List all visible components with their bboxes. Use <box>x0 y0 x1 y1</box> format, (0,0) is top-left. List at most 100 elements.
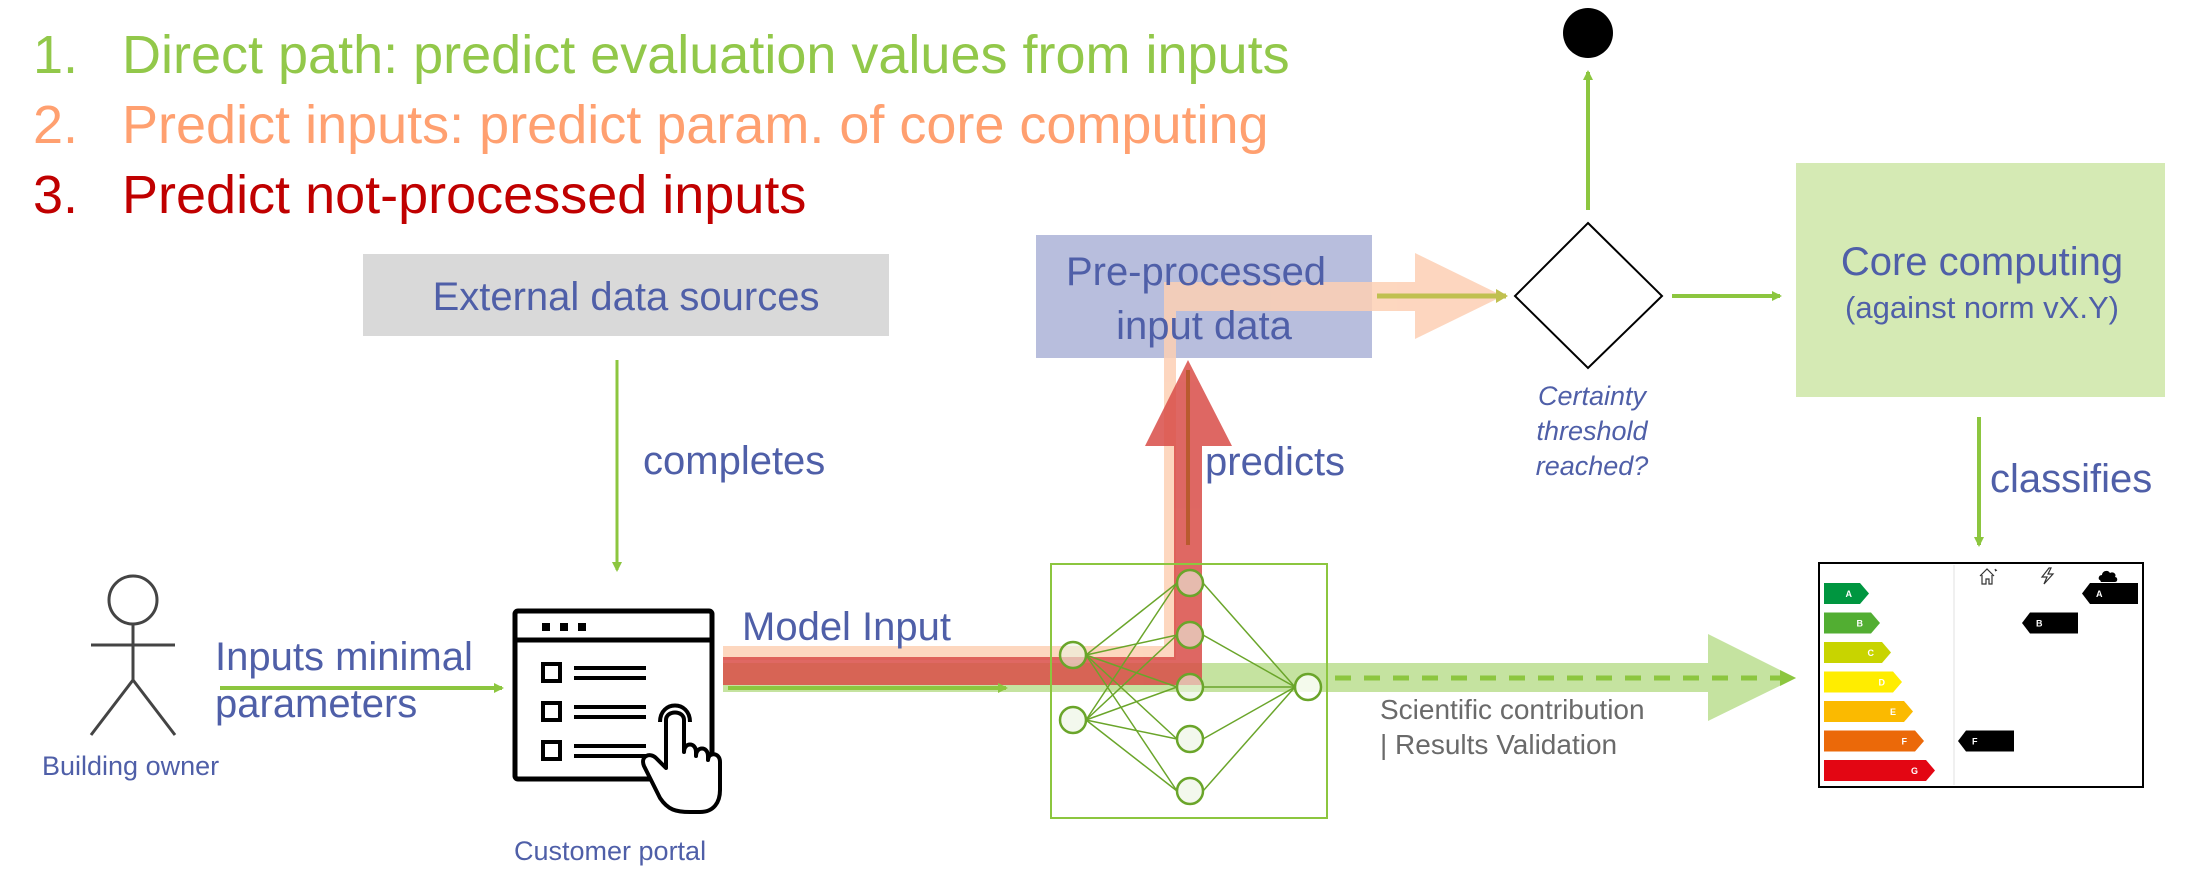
neural-network-model <box>1050 563 1328 819</box>
nn-hidden-node <box>1175 776 1205 806</box>
preprocessed-label-line1: Pre-processed <box>1066 250 1326 294</box>
rating-marker-letter: A <box>2096 589 2103 599</box>
nn-edge <box>1085 719 1178 792</box>
nn-edge <box>1202 634 1296 688</box>
nn-hidden-node <box>1175 568 1205 598</box>
external-data-sources-box <box>363 254 889 336</box>
grade-bar-g: G <box>1824 760 1935 781</box>
end-node <box>1563 8 1613 58</box>
core-computing-sublabel: (against norm vX.Y) <box>1845 290 2119 325</box>
rating-marker-lightning: B <box>2022 612 2078 634</box>
rating-marker-shape <box>2022 612 2078 634</box>
nn-edge <box>1085 634 1178 656</box>
grade-bar-c: C <box>1824 642 1891 663</box>
nn-edge <box>1085 582 1178 656</box>
pointer-hand-icon <box>641 703 722 814</box>
nn-edge <box>1085 654 1178 688</box>
grade-letter: A <box>1846 589 1853 599</box>
customer-portal-icon <box>512 608 722 814</box>
legend-text-3: Predict not-processed inputs <box>122 165 806 225</box>
portal-window <box>512 608 715 782</box>
cloud-icon <box>2098 570 2118 582</box>
decision-label-line2: threshold <box>1536 416 1648 446</box>
legend-text-2: Predict inputs: predict param. of core c… <box>122 95 1269 155</box>
dashed-arrowhead <box>1780 670 1796 686</box>
grade-arrow <box>1824 671 1902 693</box>
nn-edge <box>1085 654 1178 792</box>
legend-number-1: 1. <box>33 25 78 85</box>
peach-band-vertical <box>1164 282 1176 660</box>
nn-hidden-node <box>1175 620 1205 650</box>
neural-network-nodes <box>1058 568 1323 806</box>
portal-dot-3 <box>578 623 586 631</box>
lightning-icon <box>2040 567 2055 585</box>
legend-item-direct-path: 1. Direct path: predict evaluation value… <box>33 25 1290 85</box>
grade-letter: D <box>1879 678 1886 688</box>
energy-rating-markers: F B A <box>1958 583 2138 752</box>
rating-marker-house: F <box>1958 730 2014 752</box>
nn-edge <box>1202 686 1296 792</box>
legend-text-1: Direct path: predict evaluation values f… <box>122 25 1290 85</box>
portal-dot-1 <box>542 623 550 631</box>
actor-head <box>107 574 159 626</box>
legend-number-2: 2. <box>33 95 78 155</box>
portal-checkbox-2 <box>541 701 562 722</box>
hand-shape <box>641 710 722 814</box>
nn-input-node <box>1058 705 1088 735</box>
rating-marker-letter: B <box>2036 619 2043 629</box>
model-input-label: Model Input <box>742 605 951 649</box>
grade-arrow <box>1824 583 1869 604</box>
grade-bar-a: A <box>1824 583 1869 604</box>
grade-letter: C <box>1868 648 1875 658</box>
peach-band-top <box>1164 282 1419 311</box>
grade-letter: G <box>1911 766 1918 776</box>
nn-hidden-node <box>1175 672 1205 702</box>
customer-portal-label: Customer portal <box>514 836 706 866</box>
rating-marker-cloud: A <box>2082 583 2138 604</box>
nn-edge <box>1085 634 1178 721</box>
decision-label-line1: Certainty <box>1538 381 1648 411</box>
external-data-sources-label: External data sources <box>433 275 820 319</box>
nn-edge <box>1202 582 1296 688</box>
external-data-sources-node: External data sources <box>363 254 889 336</box>
house-icon <box>1979 568 1998 585</box>
core-computing-label: Core computing <box>1841 240 2123 284</box>
grade-arrow <box>1824 642 1891 663</box>
grade-arrow <box>1824 760 1935 781</box>
grade-letter: B <box>1857 619 1864 629</box>
grade-bar-f: F <box>1824 730 1924 752</box>
nn-edge <box>1085 686 1178 721</box>
inputs-label-line2: parameters <box>215 682 417 726</box>
legend-item-predict-inputs: 2. Predict inputs: predict param. of cor… <box>33 95 1269 155</box>
grade-bar-d: D <box>1824 671 1902 693</box>
predicts-label: predicts <box>1205 440 1345 484</box>
classifies-label: classifies <box>1990 457 2152 501</box>
grade-bar-b: B <box>1824 612 1880 634</box>
nn-hidden-node <box>1175 724 1205 754</box>
neural-network-edges <box>1085 582 1296 792</box>
completes-label: completes <box>643 439 825 483</box>
decision-label-line3: reached? <box>1536 451 1649 481</box>
energy-grade-scale: A B C D E F G <box>1824 583 1935 781</box>
grade-arrow <box>1824 612 1880 634</box>
results-validation-label: | Results Validation <box>1380 729 1617 760</box>
core-computing-node: Core computing (against norm vX.Y) <box>1796 163 2165 397</box>
rating-marker-letter: F <box>1972 737 1978 747</box>
grade-bar-e: E <box>1824 701 1913 722</box>
nn-edge <box>1202 686 1296 740</box>
legend: 1. Direct path: predict evaluation value… <box>33 25 1290 225</box>
nn-edge <box>1085 719 1178 740</box>
core-computing-box <box>1796 163 2165 397</box>
inputs-label-line1: Inputs minimal <box>215 635 473 679</box>
nn-input-node <box>1058 640 1088 670</box>
tap-ripple <box>658 703 692 723</box>
grade-letter: E <box>1890 707 1896 717</box>
neural-network-frame <box>1050 563 1328 819</box>
grade-arrow <box>1824 730 1924 752</box>
energy-label: A B C D E F G F B A <box>1818 562 2144 788</box>
portal-checkbox-1 <box>541 662 562 683</box>
grade-letter: F <box>1902 737 1908 747</box>
grade-arrow <box>1824 701 1913 722</box>
legend-number-3: 3. <box>33 165 78 225</box>
